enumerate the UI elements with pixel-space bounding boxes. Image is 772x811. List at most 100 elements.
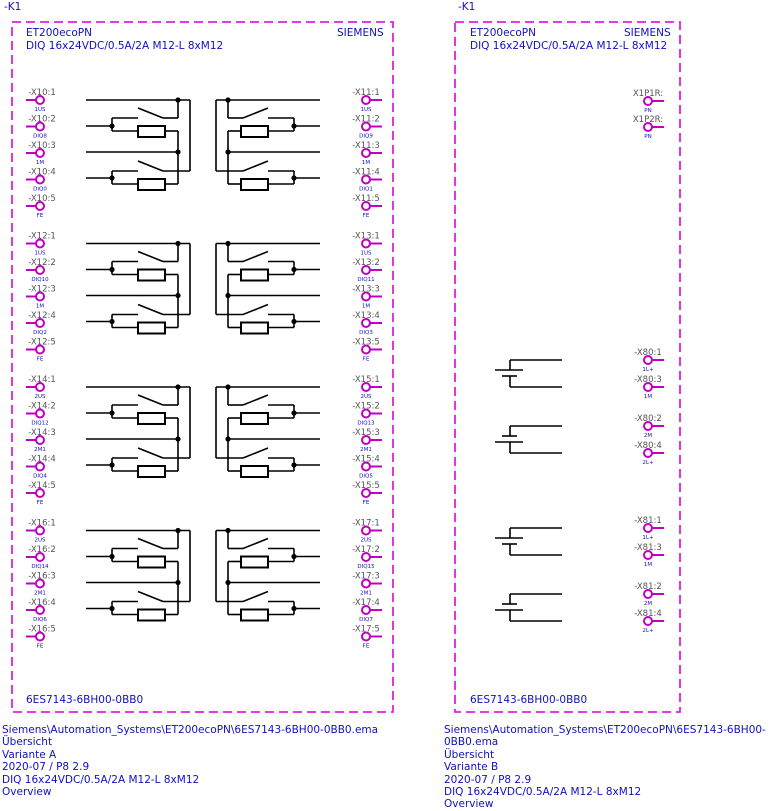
terminal-function-label: 1L+ <box>642 535 654 541</box>
junction-dot <box>175 292 181 299</box>
device-frame-left <box>11 21 394 713</box>
terminal-connector <box>361 605 371 615</box>
terminal-function-label: DIQ8 <box>33 134 47 140</box>
terminal-label: -X15:3 <box>352 428 380 438</box>
switch-contact <box>242 537 269 550</box>
terminal-label: -X14:4 <box>28 455 56 465</box>
terminal-label: -X11:3 <box>352 141 380 151</box>
terminal-connector <box>35 578 45 589</box>
terminal-label: -X16:3 <box>28 572 56 582</box>
terminal-connector <box>35 95 45 105</box>
terminal-connector <box>35 291 45 302</box>
terminal-connector <box>361 318 371 328</box>
terminal-connector <box>643 421 653 431</box>
terminal-function-label: 1US <box>34 107 46 113</box>
coil <box>137 412 166 425</box>
terminal-connector <box>35 148 45 158</box>
junction-dot <box>175 97 181 103</box>
terminal-label: -X14:1 <box>28 375 56 385</box>
coil <box>240 178 269 191</box>
footer-line: 2020-07 / P8 2.9 <box>444 773 532 786</box>
coil <box>240 268 269 282</box>
terminal-function-label: 2L+ <box>642 628 654 634</box>
terminal-function-label: DIQ6 <box>33 617 47 623</box>
terminal-function-label: FE <box>363 357 370 363</box>
terminal-label: -X81:1 <box>634 516 662 526</box>
terminal-connector <box>361 435 371 445</box>
coil <box>137 178 166 191</box>
terminal-label: -X10:3 <box>28 141 56 151</box>
terminal-function-label: DIQ2 <box>33 330 47 336</box>
coil <box>240 321 269 335</box>
terminal-function-label: 1M <box>36 160 44 166</box>
terminal-function-label: DIQ12 <box>31 421 48 427</box>
terminal-label: X1P1R: <box>633 89 663 99</box>
terminal-function-label: DIQ4 <box>33 474 47 480</box>
terminal-connector <box>35 488 45 498</box>
terminal-connector <box>361 408 371 419</box>
terminal-function-label: 2M <box>644 601 652 607</box>
terminal-label: -X11:2 <box>352 115 380 125</box>
terminal-label: -X17:2 <box>352 545 380 555</box>
terminal-connector <box>643 550 653 560</box>
terminal-connector <box>35 318 45 328</box>
terminal-function-label: 1L+ <box>642 367 654 373</box>
switch-contact <box>242 107 269 119</box>
terminal-label: -X81:4 <box>634 609 662 619</box>
terminal-connector <box>643 355 653 365</box>
terminal-label: -X10:4 <box>28 168 56 178</box>
junction-dot <box>225 292 231 299</box>
part-number-right: 6ES7143-6BH00-0BB0 <box>470 694 588 706</box>
terminal-connector <box>361 291 371 302</box>
terminal-connector <box>35 201 45 211</box>
terminal-label: -X15:2 <box>352 402 380 412</box>
terminal-function-label: FE <box>363 213 370 219</box>
terminal-function-label: DIQ11 <box>357 277 374 283</box>
terminal-label: -X12:1 <box>28 232 56 242</box>
terminal-connector <box>361 552 371 562</box>
switch-contact <box>137 447 164 459</box>
terminal-function-label: DIQ5 <box>359 474 373 480</box>
device-designation-right: -K1 <box>458 1 476 13</box>
terminal-connector <box>361 265 371 275</box>
coil <box>240 125 269 138</box>
terminal-connector <box>643 122 653 132</box>
terminal-connector <box>35 344 45 355</box>
device-designation-left: -K1 <box>4 1 22 13</box>
brand-left: SIEMENS <box>337 27 384 39</box>
terminal-function-label: DIQ15 <box>357 564 375 570</box>
junction-dot <box>225 579 231 586</box>
footer-line: DIQ 16x24VDC/0.5A/2A M12-L 8xM12 <box>2 773 200 786</box>
footer-line: Overview <box>444 798 494 811</box>
terminal-label: -X16:2 <box>28 545 56 555</box>
terminal-connector <box>35 238 45 249</box>
terminal-function-label: PN <box>644 108 651 114</box>
brand-right: SIEMENS <box>624 27 671 39</box>
junction-dot <box>175 436 181 442</box>
junction-dot <box>175 240 181 247</box>
terminal-connector <box>361 488 371 498</box>
terminal-label: -X12:4 <box>28 311 56 321</box>
footer-line: Übersicht <box>444 748 495 761</box>
terminal-label: -X81:2 <box>634 582 662 592</box>
terminal-connector <box>35 631 45 642</box>
terminal-label: -X15:4 <box>352 455 380 465</box>
terminal-connector <box>361 174 371 185</box>
terminal-label: -X13:4 <box>352 311 380 321</box>
terminal-connector <box>643 616 653 626</box>
terminal-function-label: 2US <box>34 538 46 544</box>
coil <box>240 412 269 425</box>
terminal-connector <box>361 344 371 355</box>
coil <box>137 465 166 478</box>
terminal-function-label: 2M1 <box>360 447 372 453</box>
switch-contact <box>137 590 164 603</box>
terminal-label: -X13:1 <box>352 232 380 242</box>
terminal-connector <box>35 265 45 275</box>
terminal-function-label: 1M <box>644 562 652 568</box>
terminal-label: -X10:5 <box>28 194 56 204</box>
terminal-connector <box>35 525 45 536</box>
terminal-connector <box>35 382 45 392</box>
footer-line: Übersicht <box>2 736 53 749</box>
terminal-function-label: 2US <box>360 538 372 544</box>
